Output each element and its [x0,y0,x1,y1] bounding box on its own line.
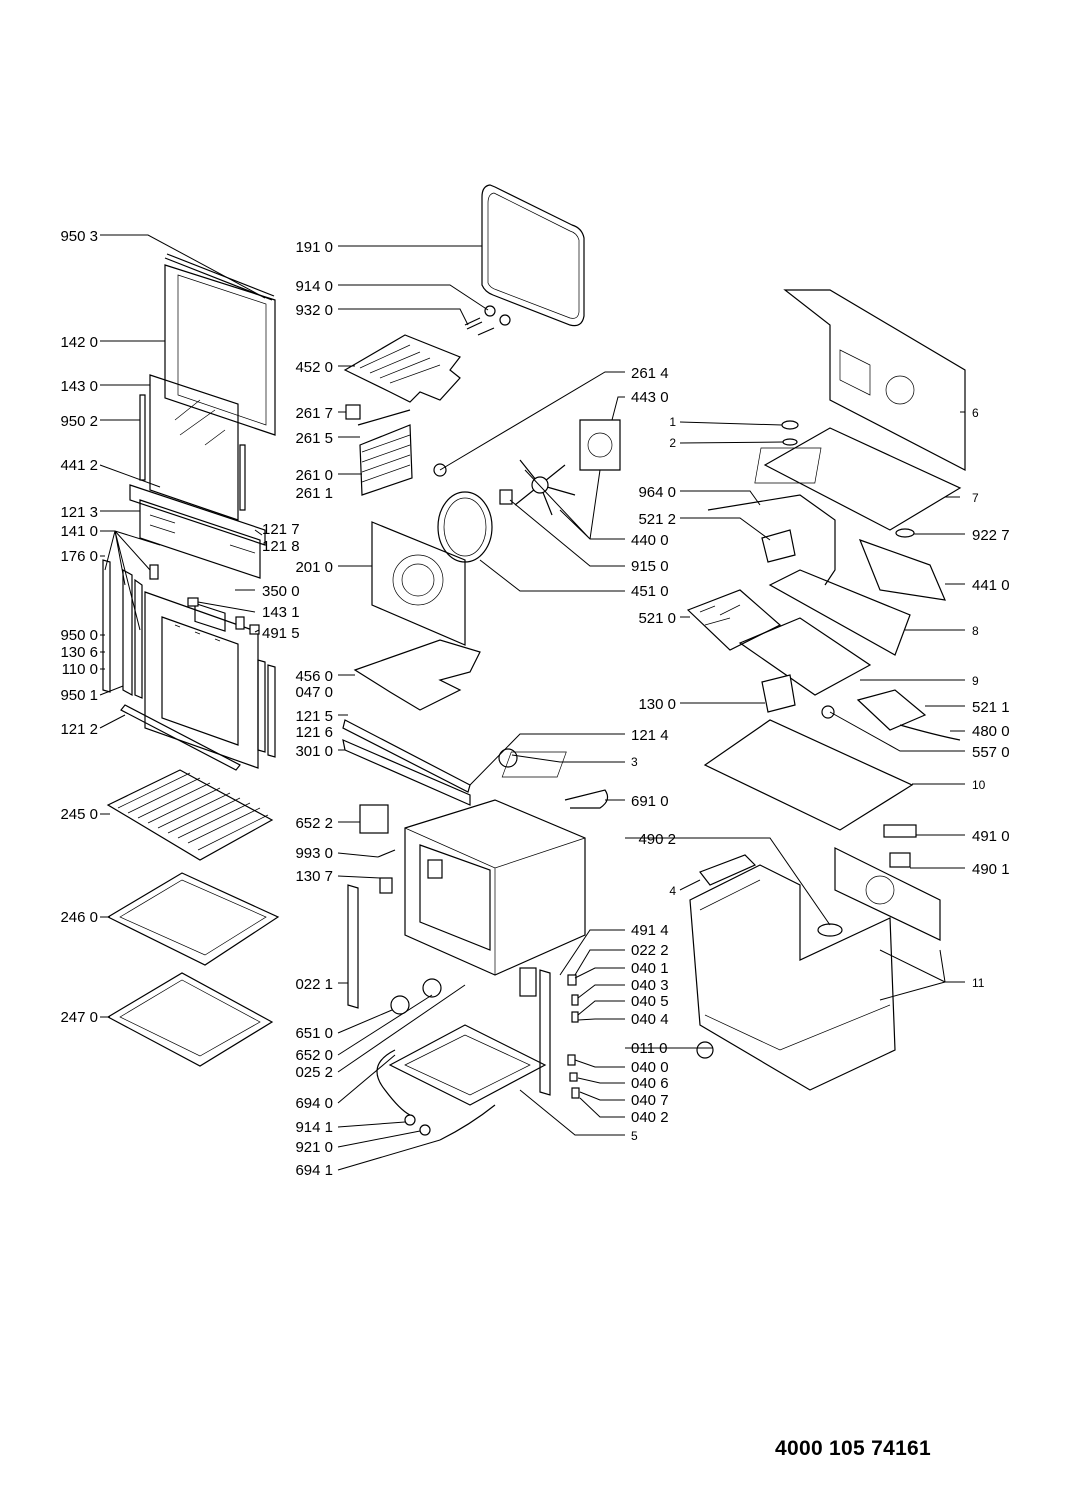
label-246-0: 246 0 [60,909,98,926]
part-labels: 950 3 142 0 143 0 950 2 441 2 121 3 141 … [60,228,1009,1179]
label-443-0: 443 0 [631,389,669,406]
label-441-0: 441 0 [972,577,1010,594]
label-964-0: 964 0 [638,484,676,501]
label-040-7: 040 7 [631,1092,669,1109]
label-025-2: 025 2 [295,1064,333,1081]
label-040-0: 040 0 [631,1059,669,1076]
label-121-2: 121 2 [60,721,98,738]
label-557-0: 557 0 [972,744,1010,761]
label-922-7: 922 7 [972,527,1010,544]
label-040-5: 040 5 [631,993,669,1010]
label-11: 11 [972,976,985,990]
label-932-0: 932 0 [295,302,333,319]
label-301-0: 301 0 [295,743,333,760]
label-121-7: 121 7 [262,521,300,538]
label-491-5: 491 5 [262,625,300,642]
label-921-0: 921 0 [295,1139,333,1156]
label-915-0: 915 0 [631,558,669,575]
center-parts [342,184,621,1141]
label-651-0: 651 0 [295,1025,333,1042]
label-261-5: 261 5 [295,430,333,447]
label-452-0: 452 0 [295,359,333,376]
label-261-1: 261 1 [295,485,333,502]
label-110-0: 110 0 [62,661,98,678]
label-9: 9 [972,674,979,688]
label-047-0: 047 0 [295,684,333,701]
label-521-2: 521 2 [638,511,676,528]
label-247-0: 247 0 [60,1009,98,1026]
right-parts [501,289,966,1091]
label-521-1: 521 1 [972,699,1010,716]
label-1: 1 [669,415,676,429]
label-143-1: 143 1 [262,604,300,621]
label-10: 10 [972,778,986,792]
label-040-1: 040 1 [631,960,669,977]
label-121-5: 121 5 [295,708,333,725]
label-201-0: 201 0 [295,559,333,576]
label-950-1: 950 1 [60,687,98,704]
label-8: 8 [972,624,979,638]
label-121-4: 121 4 [631,727,669,744]
label-2: 2 [669,436,676,450]
label-130-0: 130 0 [638,696,676,713]
label-480-0: 480 0 [972,723,1010,740]
label-040-3: 040 3 [631,977,669,994]
label-694-0: 694 0 [295,1095,333,1112]
label-491-4: 491 4 [631,922,669,939]
leader-lines [99,234,965,1171]
racks-and-trays [106,769,280,1067]
label-3: 3 [631,755,638,769]
label-191-0: 191 0 [295,239,333,256]
label-691-0: 691 0 [631,793,669,810]
label-441-2: 441 2 [60,457,98,474]
label-490-1: 490 1 [972,861,1010,878]
label-456-0: 456 0 [295,668,333,685]
label-040-4: 040 4 [631,1011,669,1028]
label-652-0: 652 0 [295,1047,333,1064]
label-7: 7 [972,491,979,505]
label-176-0: 176 0 [60,548,98,565]
label-011-0: 011 0 [631,1040,667,1057]
label-440-0: 440 0 [631,532,669,549]
label-491-0: 491 0 [972,828,1010,845]
label-040-6: 040 6 [631,1075,669,1092]
door-assembly [102,253,276,771]
label-914-1: 914 1 [295,1119,333,1136]
label-121-6: 121 6 [295,724,333,741]
label-142-0: 142 0 [60,334,98,351]
label-261-0: 261 0 [295,467,333,484]
label-350-0: 350 0 [262,583,300,600]
document-number: 4000 105 74161 [775,1437,932,1460]
label-022-2: 022 2 [631,942,669,959]
label-245-0: 245 0 [60,806,98,823]
label-490-2: 490 2 [638,831,676,848]
label-143-0: 143 0 [60,378,98,395]
label-993-0: 993 0 [295,845,333,862]
label-261-7: 261 7 [295,405,333,422]
label-022-1: 022 1 [295,976,333,993]
label-914-0: 914 0 [295,278,333,295]
label-121-8: 121 8 [262,538,300,555]
label-6: 6 [972,406,979,420]
label-950-0: 950 0 [60,627,98,644]
label-451-0: 451 0 [631,583,669,600]
label-5: 5 [631,1129,638,1143]
label-261-4: 261 4 [631,365,669,382]
label-130-6: 130 6 [60,644,98,661]
label-121-3: 121 3 [60,504,98,521]
label-040-2: 040 2 [631,1109,669,1126]
label-950-2: 950 2 [60,413,98,430]
label-652-2: 652 2 [295,815,333,832]
label-950-3: 950 3 [60,228,98,245]
label-141-0: 141 0 [60,523,98,540]
label-4: 4 [669,884,676,898]
label-694-1: 694 1 [295,1162,333,1179]
label-521-0: 521 0 [638,610,676,627]
label-130-7: 130 7 [295,868,333,885]
